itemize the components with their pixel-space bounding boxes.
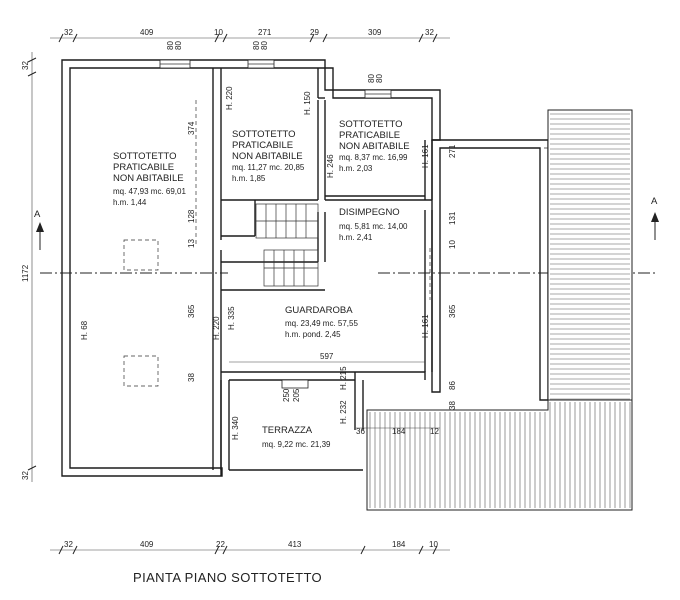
bottom-dim-2: 22 bbox=[216, 540, 225, 549]
label-38a: 38 bbox=[187, 373, 196, 382]
label-h340: H. 340 bbox=[231, 416, 240, 440]
room-terrazza-l1: TERRAZZA bbox=[262, 425, 313, 436]
room-large-m1: mq. 47,93 mc. 69,01 bbox=[113, 187, 186, 196]
room-disimpegno-l1: DISIMPEGNO bbox=[339, 207, 400, 218]
room-disimpegno: DISIMPEGNO mq. 5,81 mc. 14,00 h.m. 2,41 bbox=[339, 207, 408, 242]
top-dim-1: 409 bbox=[140, 28, 154, 37]
room-large-l3: NON ABITABILE bbox=[113, 173, 184, 184]
room-disimpegno-m2: h.m. 2,41 bbox=[339, 233, 373, 242]
room-sottotetto-small: SOTTOTETTO PRATICABILE NON ABITABILE mq.… bbox=[339, 119, 410, 173]
label-10: 10 bbox=[448, 240, 457, 249]
plan-title: PIANTA PIANO SOTTOTETTO bbox=[133, 570, 322, 585]
label-h220a: H. 220 bbox=[225, 86, 234, 110]
room-small-l1: SOTTOTETTO bbox=[339, 119, 403, 130]
window-dim-0: 80 bbox=[166, 41, 175, 50]
skylights bbox=[123, 239, 159, 387]
label-365a: 365 bbox=[187, 304, 196, 318]
bottom-dimension-line: 32 409 22 413 184 10 bbox=[50, 540, 450, 555]
left-dimension-line: 32 1172 32 bbox=[21, 52, 37, 482]
bottom-dim-3: 413 bbox=[288, 540, 302, 549]
room-terrazza: TERRAZZA mq. 9,22 mc. 21,39 bbox=[262, 425, 331, 449]
window-dim-3: 80 bbox=[260, 41, 269, 50]
section-marker-left: A bbox=[34, 209, 41, 220]
left-dim-2: 32 bbox=[21, 471, 30, 480]
label-13: 13 bbox=[187, 239, 196, 248]
room-mid-l3: NON ABITABILE bbox=[232, 151, 303, 162]
room-sottotetto-mid: SOTTOTETTO PRATICABILE NON ABITABILE mq.… bbox=[232, 129, 305, 183]
label-365b: 365 bbox=[448, 304, 457, 318]
label-h161b: H. 161 bbox=[421, 314, 430, 338]
room-small-l2: PRATICABILE bbox=[339, 130, 400, 141]
room-guardaroba-l1: GUARDAROBA bbox=[285, 305, 353, 316]
roof-hatch-bottom bbox=[366, 399, 633, 511]
label-597: 597 bbox=[320, 352, 334, 361]
bottom-dim-1: 409 bbox=[140, 540, 154, 549]
room-mid-l1: SOTTOTETTO bbox=[232, 129, 296, 140]
window-dim-5: 80 bbox=[375, 74, 384, 83]
label-250: 250 bbox=[282, 388, 291, 402]
label-86: 86 bbox=[448, 381, 457, 390]
label-131: 131 bbox=[448, 211, 457, 225]
section-marker-right: A bbox=[651, 196, 658, 207]
room-small-m1: mq. 8,37 mc. 16,99 bbox=[339, 153, 408, 162]
label-184: 184 bbox=[392, 427, 406, 436]
room-small-m2: h.m. 2,03 bbox=[339, 164, 373, 173]
top-dim-3: 271 bbox=[258, 28, 272, 37]
top-dim-2: 10 bbox=[214, 28, 223, 37]
top-dimension-line: 32 409 10 271 29 309 32 80 80 80 80 80 8… bbox=[50, 28, 450, 83]
window-dim-2: 80 bbox=[252, 41, 261, 50]
inner-labels: H. 68 374 128 13 365 38 H. 220 H. 150 H.… bbox=[80, 86, 457, 440]
bottom-dim-4: 184 bbox=[392, 540, 406, 549]
top-dim-5: 309 bbox=[368, 28, 382, 37]
label-h232: H. 232 bbox=[339, 400, 348, 424]
room-guardaroba: GUARDAROBA mq. 23,49 mc. 57,55 h.m. pond… bbox=[285, 305, 358, 339]
room-small-l3: NON ABITABILE bbox=[339, 141, 410, 152]
room-guardaroba-m1: mq. 23,49 mc. 57,55 bbox=[285, 319, 358, 328]
room-large-m2: h.m. 1,44 bbox=[113, 198, 147, 207]
room-mid-m2: h.m. 1,85 bbox=[232, 174, 266, 183]
label-374: 374 bbox=[187, 121, 196, 135]
top-dim-6: 32 bbox=[425, 28, 434, 37]
label-38b: 38 bbox=[448, 401, 457, 410]
top-dim-0: 32 bbox=[64, 28, 73, 37]
room-mid-l2: PRATICABILE bbox=[232, 140, 293, 151]
top-dim-4: 29 bbox=[310, 28, 319, 37]
staircase bbox=[255, 203, 319, 287]
left-dim-1: 1172 bbox=[21, 264, 30, 282]
windows bbox=[159, 59, 392, 389]
label-h335: H. 335 bbox=[227, 306, 236, 330]
label-h161a: H. 161 bbox=[421, 144, 430, 168]
window-dim-4: 80 bbox=[367, 74, 376, 83]
label-205: 205 bbox=[292, 388, 301, 402]
label-h215: H. 215 bbox=[339, 366, 348, 390]
room-sottotetto-large: SOTTOTETTO PRATICABILE NON ABITABILE mq.… bbox=[113, 151, 186, 207]
label-h246: H. 246 bbox=[326, 154, 335, 178]
bottom-dim-0: 32 bbox=[64, 540, 73, 549]
bottom-dim-5: 10 bbox=[429, 540, 438, 549]
room-large-l2: PRATICABILE bbox=[113, 162, 174, 173]
room-large-l1: SOTTOTETTO bbox=[113, 151, 177, 162]
label-271: 271 bbox=[448, 144, 457, 158]
label-h68: H. 68 bbox=[80, 320, 89, 340]
room-disimpegno-m1: mq. 5,81 mc. 14,00 bbox=[339, 222, 408, 231]
label-12: 12 bbox=[430, 427, 439, 436]
label-h220b: H. 220 bbox=[212, 316, 221, 340]
exterior-walls bbox=[61, 59, 549, 477]
label-128: 128 bbox=[187, 209, 196, 223]
label-36: 36 bbox=[356, 427, 365, 436]
room-terrazza-m1: mq. 9,22 mc. 21,39 bbox=[262, 440, 331, 449]
window-dim-1: 80 bbox=[174, 41, 183, 50]
label-h150: H. 150 bbox=[303, 91, 312, 115]
room-guardaroba-m2: h.m. pond. 2,45 bbox=[285, 330, 341, 339]
left-dim-0: 32 bbox=[21, 61, 30, 70]
room-mid-m1: mq. 11,27 mc. 20,85 bbox=[232, 163, 305, 172]
